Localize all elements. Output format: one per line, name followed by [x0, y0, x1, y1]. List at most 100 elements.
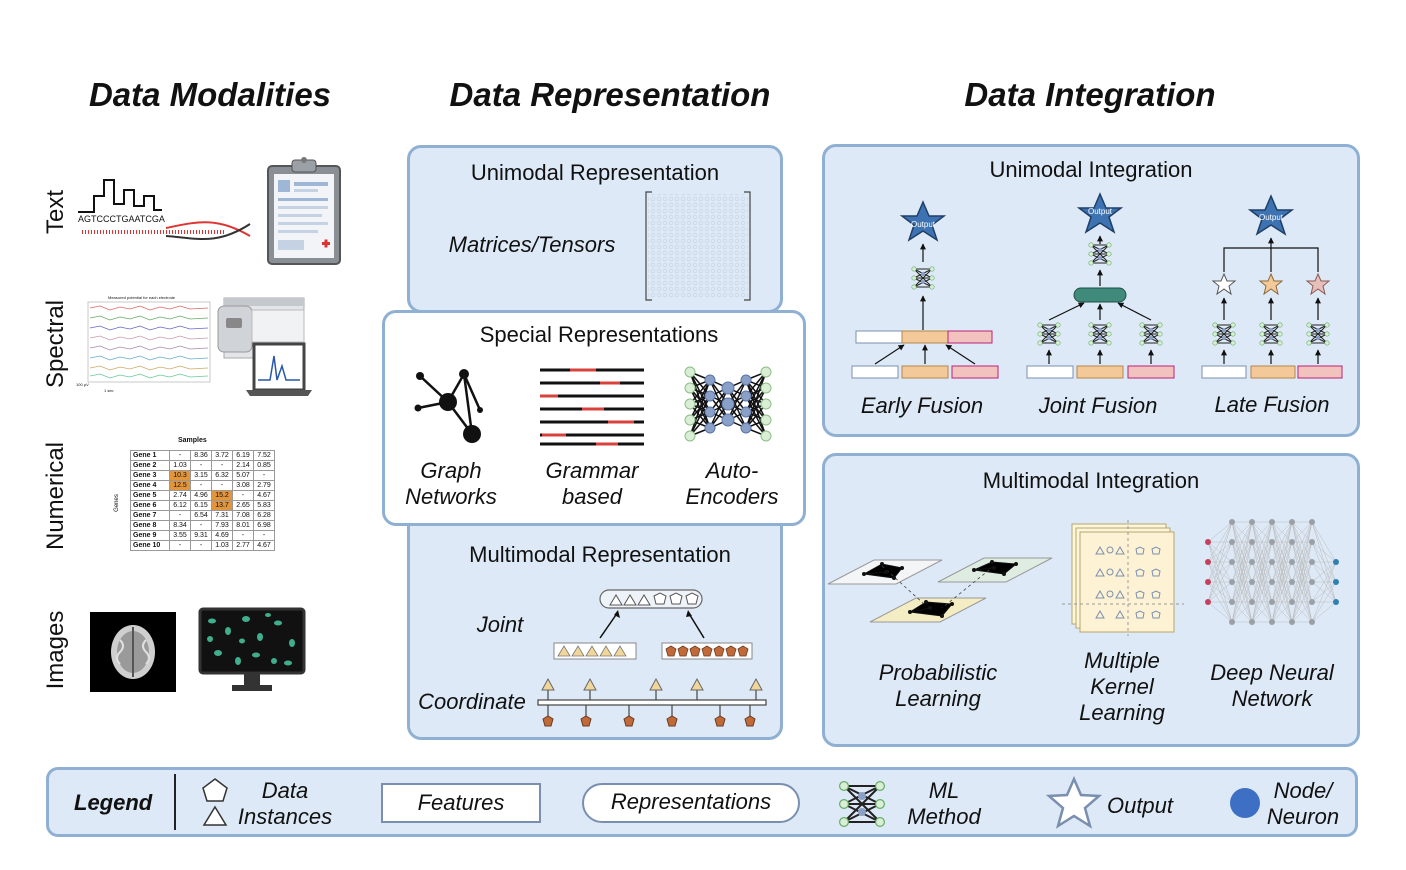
early-fusion-label: Early Fusion [860, 393, 984, 418]
gene-value-cell: 15.2 [211, 490, 233, 501]
matrix-tensor-icon [645, 191, 751, 301]
dnn-node [1249, 519, 1255, 525]
gene-value-cell: 6.28 [253, 510, 275, 521]
col-title-representation: Data Representation [449, 76, 771, 113]
autoencoder-node [684, 430, 696, 442]
gene-value-cell: 0.85 [253, 460, 275, 471]
gene-name-cell: Gene 9 [130, 530, 170, 541]
gene-value-cell: 2.79 [253, 480, 275, 491]
probabilistic-learning-icon [827, 557, 1053, 623]
gene-value-cell: 3.15 [190, 470, 212, 481]
clipboard-icon [267, 157, 341, 265]
dnn-node [1333, 579, 1339, 585]
dnn-node [1269, 539, 1275, 545]
col-title-modalities: Data Modalities [88, 76, 332, 113]
legend-ml-method: ML Method [892, 778, 996, 830]
dnn-node [1229, 539, 1235, 545]
autoencoder-node [684, 414, 696, 426]
autoencoders-line1: Auto- [705, 458, 759, 483]
grammar-based-icon [540, 368, 644, 446]
dnn-node [1309, 579, 1315, 585]
gene-value-cell: 3.55 [169, 530, 191, 541]
dnn-node [1249, 559, 1255, 565]
autoencoder-node [704, 406, 716, 418]
joint-output-text: Output [1088, 207, 1113, 216]
gene-name-cell: Gene 7 [130, 510, 170, 521]
gene-value-cell: - [169, 510, 191, 521]
gene-value-cell: 6.98 [253, 520, 275, 531]
early-output-text: Output [911, 220, 936, 229]
special-representations-title: Special Representations [479, 322, 719, 347]
deep-neural-network-icon [1205, 519, 1339, 625]
dnn-node [1229, 599, 1235, 605]
modality-numerical-label: Numerical [42, 441, 69, 551]
legend-title: Legend [74, 790, 153, 815]
joint-fusion-diagram: Output [1026, 192, 1175, 379]
node-neuron-icon [1230, 788, 1260, 818]
gene-value-cell: 7.31 [211, 510, 233, 521]
gene-value-cell: 7.93 [211, 520, 233, 531]
gene-value-cell: - [190, 460, 212, 471]
gene-value-cell: - [211, 460, 233, 471]
grammar-based-line1: Grammar [545, 458, 639, 483]
autoencoder-node [740, 390, 752, 402]
spectral-scale-y: 100 μV [76, 382, 89, 387]
dnn-node [1333, 599, 1339, 605]
multimodal-integration-title: Multimodal Integration [982, 468, 1200, 493]
modality-spectral-label: Spectral [42, 299, 69, 389]
dnn-node [1289, 619, 1295, 625]
autoencoder-node [684, 398, 696, 410]
spectrometer-laptop-icon [217, 297, 312, 396]
dnn-node [1309, 619, 1315, 625]
legend-features-box [381, 783, 541, 823]
dnn-node [1269, 519, 1275, 525]
modality-images-label: Images [42, 610, 69, 690]
gene-value-cell: - [190, 480, 212, 491]
deep-neural-network-label: Deep Neural Network [1194, 660, 1350, 712]
legend-output: Output [1106, 793, 1174, 818]
late-star-pink-icon [1305, 272, 1331, 296]
gene-name-cell: Gene 6 [130, 500, 170, 511]
gene-value-cell: 6.54 [190, 510, 212, 521]
gene-value-cell: - [253, 470, 275, 481]
autoencoder-node [704, 374, 716, 386]
dnn-node [1269, 559, 1275, 565]
dnn-node [1289, 579, 1295, 585]
legend-representations-box [582, 783, 800, 823]
gene-value-cell: 3.72 [211, 450, 233, 461]
graph-networks-line2: Networks [405, 484, 497, 509]
gene-value-cell: 6.15 [190, 500, 212, 511]
gene-value-cell: - [190, 540, 212, 551]
dna-sequence-text: AGTCCCTGAATCGA [78, 214, 165, 224]
dnn-node [1289, 519, 1295, 525]
gene-value-cell: - [232, 530, 254, 541]
ml-method-icon [838, 780, 886, 828]
dnn-node [1229, 559, 1235, 565]
autoencoders-line2: Encoders [685, 484, 779, 509]
dnn-node [1269, 599, 1275, 605]
special-representations-panel [382, 310, 806, 526]
autoencoder-node [740, 374, 752, 386]
matrices-tensors-label: Matrices/Tensors [448, 232, 616, 257]
late-star-white-icon [1211, 272, 1237, 296]
autoencoder-node [760, 398, 772, 410]
dnn-node [1289, 599, 1295, 605]
gene-table-side: Genes [113, 494, 120, 512]
late-fusion-label: Late Fusion [1214, 392, 1330, 417]
multiple-kernel-label: Multiple Kernel Learning [1052, 648, 1192, 726]
dnn-node [1205, 599, 1211, 605]
gene-value-cell: 10.3 [169, 470, 191, 481]
unimodal-representation-title: Unimodal Representation [470, 160, 720, 185]
joint-representation-icon [553, 589, 753, 660]
joint-output-star-icon [1076, 192, 1124, 234]
graph-network-icon [414, 369, 483, 443]
legend-data-instances: Data Instances [230, 778, 340, 830]
coordinate-representation-icon [537, 677, 767, 727]
multimodal-representation-title: Multimodal Representation [469, 542, 731, 567]
autoencoder-node [721, 381, 735, 395]
